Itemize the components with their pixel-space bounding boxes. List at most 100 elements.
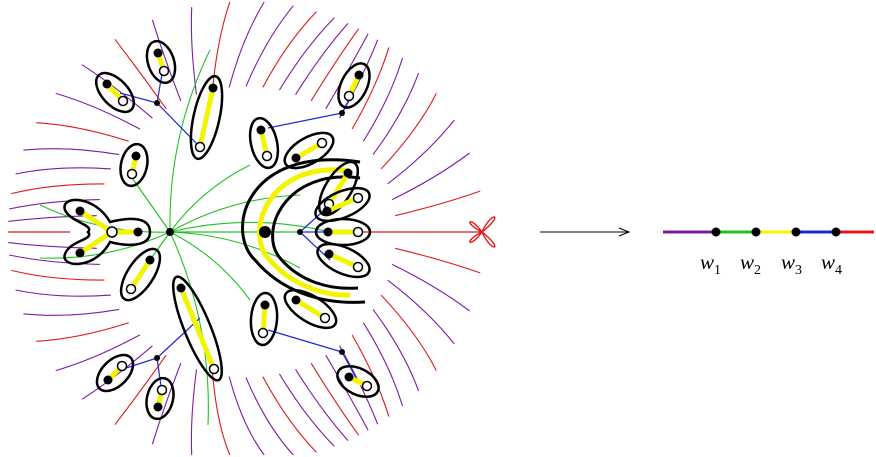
green-spoke	[169, 231, 251, 301]
filled-vertex	[103, 375, 113, 385]
radial-curve	[310, 28, 360, 102]
radial-curve	[387, 119, 455, 185]
radial-curve	[278, 17, 335, 91]
capsule-outline	[283, 288, 338, 330]
radial-curve	[23, 148, 120, 156]
radial-curve	[15, 167, 111, 175]
green-spoke	[169, 221, 331, 233]
radial-curve	[391, 152, 470, 201]
radial-curve	[212, 1, 231, 91]
radial-curve	[212, 373, 231, 456]
green-spoke	[169, 231, 301, 269]
junction-vertex	[154, 355, 160, 361]
filled-vertex	[75, 248, 85, 258]
filled-vertex	[354, 70, 364, 80]
hollow-vertex	[156, 384, 168, 396]
radial-curve	[394, 247, 481, 274]
radial-curve	[151, 19, 182, 102]
center-vertex	[166, 228, 174, 236]
target-segment: w1 w2 w3 w4	[663, 227, 874, 278]
hollow-vertex	[343, 90, 355, 102]
radial-curve	[362, 57, 404, 142]
arc-yellow	[257, 167, 351, 298]
filled-vertex	[102, 79, 112, 89]
hollow-vertex	[117, 95, 129, 107]
hollow-vertex	[316, 137, 328, 149]
connector	[156, 317, 201, 359]
radial-curve	[391, 263, 470, 312]
hollow-vertex	[361, 380, 373, 392]
capsule-outline	[189, 74, 224, 161]
filled-vertex	[145, 255, 155, 265]
green-spoke	[169, 164, 251, 233]
capsule-yellow-edge	[197, 87, 216, 148]
junction-vertex	[339, 349, 345, 355]
green-spoke	[169, 49, 211, 233]
capsule-yellow-edge	[178, 287, 217, 370]
radial-curves	[8, 1, 481, 456]
hollow-vertex	[352, 226, 364, 238]
capsule-outline	[314, 217, 372, 247]
filled-vertex	[256, 125, 266, 135]
radial-curve	[36, 122, 129, 142]
radial-curve	[245, 377, 294, 456]
connector	[341, 351, 357, 379]
capsule-outline	[119, 142, 149, 188]
filled-vertex	[131, 151, 141, 161]
capsules	[94, 39, 380, 421]
radial-curve	[351, 47, 390, 130]
radial-curve	[372, 72, 420, 155]
capsule-outline	[95, 353, 135, 393]
filled-vertex	[291, 295, 301, 305]
loop-petal	[469, 231, 483, 243]
junction-vertex	[154, 100, 160, 106]
radial-curve	[372, 309, 420, 392]
capsule-outline	[249, 291, 279, 347]
filled-vertex	[153, 48, 163, 58]
hollow-vertex	[106, 226, 118, 238]
arc-inner-black	[271, 175, 361, 290]
filled-vertex	[260, 300, 270, 310]
capsule-outline	[145, 39, 177, 85]
radial-curve	[228, 1, 265, 88]
red-loop-icon	[469, 216, 496, 248]
filled-vertex	[133, 227, 143, 237]
left-trefoil	[63, 198, 152, 266]
label-w3: w3	[781, 250, 802, 278]
hollow-vertex	[352, 192, 364, 204]
hollow-vertex	[208, 363, 220, 375]
loop-petal	[481, 216, 496, 233]
trefoil-outline	[63, 198, 152, 266]
radial-curve	[36, 322, 129, 342]
large-vertex	[259, 226, 271, 238]
hollow-vertex	[261, 150, 273, 162]
radial-curve	[394, 190, 481, 217]
point-w4	[831, 227, 841, 237]
radial-curve	[55, 334, 141, 372]
filled-vertex	[324, 249, 334, 259]
capsule-outline	[119, 247, 162, 302]
radial-curve	[310, 362, 360, 436]
right-arrow-icon	[540, 227, 631, 237]
radial-curve	[380, 93, 437, 170]
radial-curve	[114, 354, 167, 426]
capsule-yellow-edge	[327, 251, 360, 270]
radial-curve	[278, 373, 335, 447]
hollow-vertex	[352, 261, 364, 273]
hollow-vertex	[116, 360, 128, 372]
radial-curve	[9, 199, 100, 210]
radial-curve	[295, 369, 349, 441]
capsule-outline	[316, 242, 371, 279]
connector	[119, 92, 158, 104]
radial-curve	[262, 376, 317, 453]
radial-curve	[245, 5, 294, 87]
radial-curve	[114, 38, 167, 110]
capsule-outline	[94, 71, 136, 114]
radial-curve	[55, 92, 141, 130]
radial-curve	[295, 23, 349, 95]
radial-curve	[228, 376, 265, 456]
capsule-outline	[314, 186, 371, 223]
capsule-yellow-edge	[128, 258, 153, 291]
capsule-outline	[171, 275, 224, 382]
